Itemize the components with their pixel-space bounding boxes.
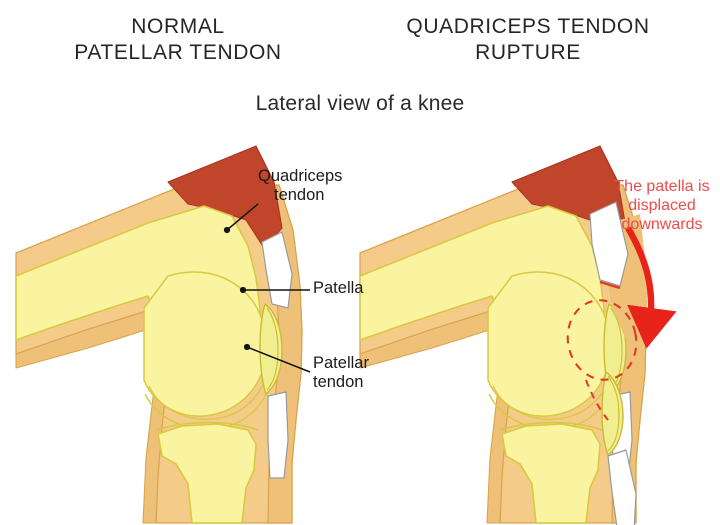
patella-displaced: [601, 371, 624, 456]
label-patellar-line2: tendon: [313, 373, 364, 392]
patella-displaced-inner-line: [607, 375, 620, 452]
former-patella-trail: [585, 379, 609, 421]
leader-dot-quadriceps: [223, 226, 231, 234]
title-normal-patellar-tendon: NORMAL PATELLAR TENDON: [28, 14, 328, 65]
leader-dot-patella: [239, 286, 247, 294]
leader-dot-patellar-tendon: [243, 343, 251, 351]
panel-ruptured-knee: [359, 145, 648, 525]
annotation-line3: downwards: [621, 215, 703, 233]
label-patellar-line1: Patellar: [313, 354, 369, 372]
label-quadriceps-line1: Quadriceps: [258, 167, 343, 185]
displacement-arrow: [625, 226, 677, 349]
label-patellar-tendon: Patellar tendon: [313, 354, 369, 393]
annotation-line2: is displaced: [628, 178, 710, 214]
leader-dots-left: [223, 226, 251, 351]
title-right-line1: QUADRICEPS TENDON: [406, 15, 650, 38]
leader-lines-left: [226, 203, 311, 373]
title-right-line2: RUPTURE: [475, 40, 581, 64]
knee-base-graphic: [359, 145, 647, 524]
title-left-line2: PATELLAR TENDON: [74, 40, 282, 64]
label-patella: Patella: [313, 279, 363, 298]
annotation-line1: The patella: [614, 178, 694, 195]
annotation-patella-displaced: The patella is displaced downwards: [608, 178, 716, 235]
label-patella-line1: Patella: [313, 279, 364, 297]
subtitle: Lateral view of a knee: [255, 92, 465, 115]
label-quadriceps-tendon: Quadriceps tendon: [258, 167, 342, 206]
label-quadriceps-line2: tendon: [274, 186, 325, 205]
leader-patellar-tendon: [246, 346, 311, 373]
patellar-tendon-stretched: [607, 449, 637, 525]
title-left-line1: NORMAL: [131, 15, 225, 38]
quadriceps-tendon-torn-stump: [589, 201, 629, 287]
title-quadriceps-tendon-rupture: QUADRICEPS TENDON RUPTURE: [378, 14, 678, 65]
leader-quadriceps: [226, 203, 259, 231]
tendon-tear-edge: [599, 280, 621, 290]
